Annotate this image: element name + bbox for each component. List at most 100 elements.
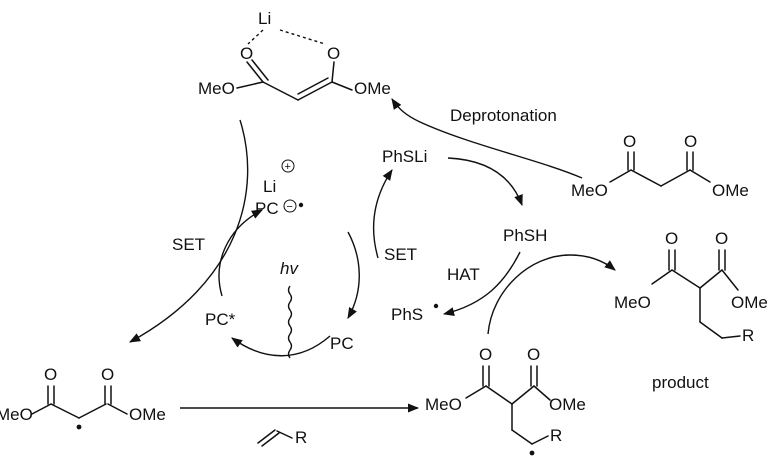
product-ch2-ch2 [699, 321, 723, 339]
radical-dot-phs [433, 303, 439, 309]
malonate-meo: MeO [571, 181, 608, 200]
hat-step: PhSH HAT PhS [391, 226, 616, 335]
adduct-radical: O O MeO OMe R [425, 345, 586, 456]
adduct-c-ome-right [533, 385, 551, 401]
radical-o-right: O [101, 365, 114, 384]
radical-addition-step: R [180, 403, 420, 447]
malonate-o-left: O [623, 132, 636, 151]
set-left-step: SET [129, 119, 249, 343]
product-c-ome-left [651, 269, 673, 285]
pc-label: PC [330, 334, 354, 353]
li-o-coordination-right [279, 29, 326, 45]
lithium-enolate: Li O O MeO OMe [198, 9, 391, 101]
pc-to-pc-reduced-arrow-right [347, 231, 360, 319]
li-o-coordination-left [247, 29, 264, 45]
adduct-o-right: O [527, 345, 540, 364]
phsli-to-phsh-arrow [447, 157, 523, 207]
alkene-c-r [276, 430, 293, 439]
positive-charge-sign: + [285, 161, 291, 173]
product-ome: OMe [731, 293, 768, 312]
alkene-r: R [295, 428, 307, 447]
positive-charge-circle [281, 159, 295, 173]
negative-charge-sign: − [287, 201, 293, 213]
alkene-c-c [257, 429, 276, 444]
radical-c-ch [50, 403, 80, 419]
phsh-to-phs-arrow [442, 251, 521, 316]
product-ch-c [699, 269, 723, 289]
set-right-label: SET [384, 245, 417, 264]
radical-ome: OMe [129, 405, 166, 424]
bond-c-ch-left [262, 81, 299, 101]
deprotonation-arrow [391, 98, 583, 179]
adduct-meo: MeO [425, 395, 462, 414]
set-left-label: SET [172, 235, 205, 254]
radical-c-ome-left [31, 403, 52, 415]
radical-dot-malonyl [76, 424, 82, 430]
enolate-meo: MeO [198, 79, 235, 98]
light-wavy-line [287, 285, 293, 359]
radical-o-left: O [44, 365, 57, 384]
radical-meo: MeO [0, 405, 33, 424]
li-label: Li [258, 9, 271, 28]
deprotonation-label: Deprotonation [450, 106, 557, 125]
enolate-to-radical-arrow [129, 119, 249, 343]
adduct-ch-c [511, 385, 535, 405]
adduct-c-ome-left [465, 385, 487, 399]
photocatalytic-cycle: PhSLi Li + PC − SET PC PC* hv [205, 147, 427, 359]
product-meo: MeO [614, 293, 651, 312]
radical-dot-adduct [529, 450, 535, 456]
malonate-ch2-c [660, 169, 691, 187]
adduct-ome: OMe [549, 395, 586, 414]
product-o-right: O [715, 229, 728, 248]
adduct-o-left: O [479, 345, 492, 364]
li-plus-label: Li [263, 177, 276, 196]
bond-c-ome-left [236, 81, 264, 89]
bond-ch-c-right [297, 81, 333, 101]
pc-reduced-label: PC [255, 199, 279, 218]
adduct-ch2-ch [511, 429, 533, 445]
bond-c-o-right [331, 61, 335, 83]
adduct-r: R [550, 426, 562, 445]
alkene-c-c-double [261, 432, 280, 447]
malonate-c-ome-left [609, 169, 632, 183]
bond-ch-c-right-double [297, 77, 329, 95]
hv-label: hv [280, 259, 299, 278]
pcstar-label: PC* [205, 310, 236, 329]
radical-ch-c [78, 403, 107, 419]
pcstar-to-pc-reduced-arrow [218, 209, 263, 297]
phsh-label: PhSH [503, 226, 547, 245]
malonyl-radical: O O MeO OMe [0, 365, 166, 430]
malonate-c-ome-right [689, 169, 711, 183]
deprotonation-step: Deprotonation [391, 98, 583, 207]
pc-to-pcstar-arrow [231, 335, 331, 357]
bond-c-ome-right [331, 81, 353, 91]
hat-label: HAT [447, 265, 480, 284]
radical-dot-pc [298, 202, 304, 208]
phsli-label: PhSLi [382, 147, 427, 166]
product-c-ch [671, 269, 701, 289]
malonate-c-ch2 [630, 169, 662, 187]
adduct-to-product-arrow [487, 254, 616, 335]
dimethyl-malonate: O O MeO OMe [571, 132, 749, 200]
malonate-o-right: O [684, 132, 697, 151]
enolate-o-right: O [327, 44, 340, 63]
negative-charge-circle [283, 199, 297, 213]
adduct-c-ch [485, 385, 513, 405]
product-o-left: O [665, 229, 678, 248]
phs-radical-label: PhS [391, 305, 423, 324]
phs-to-phsli-arrow [373, 169, 393, 259]
product-ch2-r [721, 335, 741, 339]
product-c-ome-right [721, 269, 739, 291]
product-caption: product [652, 373, 709, 392]
enolate-o-left: O [240, 44, 253, 63]
adduct-ch-r [531, 435, 549, 445]
radical-c-ome-right [107, 403, 128, 415]
bond-o-c-left [246, 61, 264, 83]
product-r: R [742, 326, 754, 345]
bond-o-c-left-double [251, 59, 269, 81]
malonate-ome: OMe [712, 181, 749, 200]
enolate-ome: OMe [354, 79, 391, 98]
product-structure: O O MeO OMe R product [614, 229, 768, 392]
